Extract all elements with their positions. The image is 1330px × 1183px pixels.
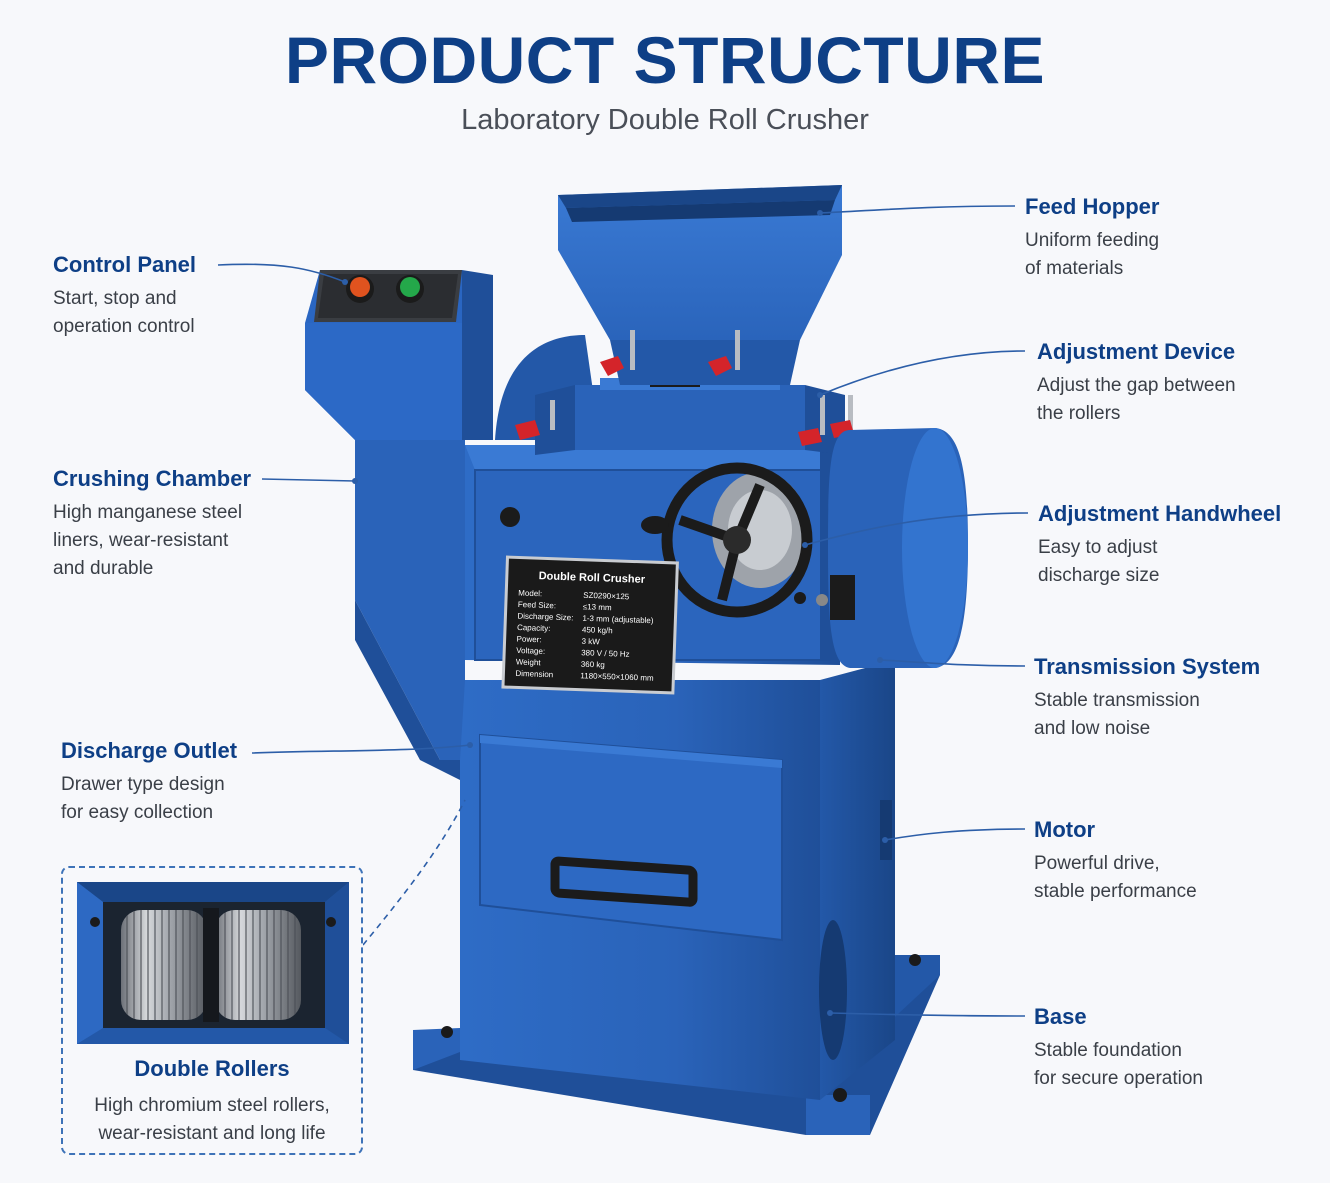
leader-adjustment-handwheel	[804, 512, 1029, 546]
desc-line: the rollers	[1037, 403, 1121, 424]
leader-base	[829, 1012, 1026, 1017]
desc-line: Start, stop and	[53, 288, 177, 309]
nameplate-value: ≤13 mm	[583, 602, 612, 612]
page-title: PRODUCT STRUCTURE	[284, 23, 1046, 97]
nameplate-label: Feed Size:	[518, 600, 557, 610]
desc-line: stable performance	[1034, 881, 1197, 902]
nameplate-value: 360 kg	[581, 660, 605, 670]
nameplate-value: SZ0290×125	[583, 591, 630, 602]
desc-line: of materials	[1025, 258, 1124, 279]
nameplate-label: Dimension	[515, 669, 553, 679]
leader-lines	[217, 205, 1029, 1017]
desc-line: Adjust the gap between	[1037, 375, 1236, 396]
desc-line: High chromium steel rollers,	[94, 1095, 330, 1116]
nameplate-value: 3 kW	[581, 637, 600, 647]
double-rollers-inset: Double Rollers High chromium steel rolle…	[61, 866, 363, 1155]
callout-title: Discharge Outlet	[61, 738, 238, 763]
desc-line: wear-resistant and long life	[98, 1123, 326, 1144]
leader-crushing-chamber	[261, 478, 356, 482]
rollers-illustration	[77, 882, 349, 1044]
callout-title: Motor	[1034, 817, 1096, 842]
callout-base: Base Stable foundation for secure operat…	[1034, 1003, 1203, 1093]
leader-control-panel	[217, 263, 346, 283]
leader-adjustment-device	[819, 350, 1026, 396]
callout-title: Transmission System	[1034, 654, 1261, 679]
feed-hopper	[558, 185, 842, 385]
callout-desc: High manganese steel liners, wear-resist…	[53, 499, 251, 583]
callout-title: Base	[1034, 1004, 1087, 1029]
desc-line: and durable	[53, 558, 154, 579]
nameplate-value: 1180×550×1060 mm	[580, 671, 654, 683]
callout-desc: Powerful drive, stable performance	[1034, 850, 1197, 906]
nameplate-value: 380 V / 50 Hz	[581, 648, 630, 659]
pulley-cover	[794, 428, 968, 668]
callout-title: Adjustment Device	[1037, 339, 1236, 364]
nameplate: Double Roll Crusher Model: SZ0290×125Feed…	[501, 555, 679, 695]
desc-line: Drawer type design	[61, 774, 225, 795]
callout-crushing-chamber: Crushing Chamber High manganese steel li…	[53, 465, 251, 583]
callout-discharge-outlet: Discharge Outlet Drawer type design for …	[61, 737, 237, 827]
crushing-chamber-body	[355, 440, 465, 780]
desc-line: for easy collection	[61, 802, 214, 823]
desc-line: and low noise	[1034, 718, 1151, 739]
leader-transmission-system	[879, 659, 1026, 667]
callout-adjustment-device: Adjustment Device Adjust the gap between…	[1037, 338, 1236, 428]
leader-feed-hopper	[819, 205, 1016, 214]
discharge-drawer	[479, 733, 783, 942]
callout-title: Feed Hopper	[1025, 194, 1160, 219]
nameplate-value: 1-3 mm (adjustable)	[582, 614, 654, 625]
callout-feed-hopper: Feed Hopper Uniform feeding of materials	[1025, 193, 1159, 283]
desc-line: Easy to adjust	[1038, 537, 1158, 558]
handwheel	[641, 462, 813, 618]
desc-line: discharge size	[1038, 565, 1160, 586]
desc-line: liners, wear-resistant	[53, 530, 229, 551]
callout-desc: Easy to adjust discharge size	[1038, 534, 1281, 590]
nameplate-label: Power:	[516, 634, 541, 644]
callout-control-panel: Control Panel Start, stop and operation …	[53, 251, 196, 341]
nameplate-title: Double Roll Crusher	[538, 570, 645, 586]
leader-double-rollers	[362, 799, 466, 946]
callout-title: Crushing Chamber	[53, 466, 252, 491]
desc-line: Stable foundation	[1034, 1040, 1182, 1061]
desc-line: Powerful drive,	[1034, 853, 1160, 874]
leader-motor	[884, 828, 1026, 841]
leader-discharge-outlet	[251, 744, 471, 754]
inset-title: Double Rollers	[134, 1056, 290, 1081]
nameplate-label: Model:	[518, 588, 542, 598]
leader-dots	[342, 210, 888, 1016]
callout-desc: Stable transmission and low noise	[1034, 687, 1260, 743]
desc-line: operation control	[53, 316, 195, 337]
control-box	[305, 270, 493, 440]
callout-desc: Stable foundation for secure operation	[1034, 1037, 1203, 1093]
desc-line: Stable transmission	[1034, 690, 1200, 711]
callout-desc: Uniform feeding of materials	[1025, 227, 1159, 283]
callout-desc: Adjust the gap between the rollers	[1037, 372, 1236, 428]
desc-line: High manganese steel	[53, 502, 243, 523]
callout-motor: Motor Powerful drive, stable performance	[1034, 816, 1197, 906]
callout-desc: Drawer type design for easy collection	[61, 771, 237, 827]
desc-line: for secure operation	[1034, 1068, 1203, 1089]
desc-line: Uniform feeding	[1025, 230, 1160, 251]
inset-desc: High chromium steel rollers, wear-resist…	[63, 1092, 361, 1148]
nameplate-label: Voltage:	[516, 646, 545, 656]
nameplate-label: Capacity:	[517, 623, 551, 633]
roller-frame	[535, 375, 845, 455]
callout-adjustment-handwheel: Adjustment Handwheel Easy to adjust disc…	[1038, 500, 1281, 590]
nameplate-value: 450 kg/h	[582, 625, 613, 635]
page-subtitle: Laboratory Double Roll Crusher	[461, 104, 869, 136]
callout-title: Control Panel	[53, 252, 197, 277]
callout-title: Adjustment Handwheel	[1038, 501, 1282, 526]
callout-transmission-system: Transmission System Stable transmission …	[1034, 653, 1260, 743]
nameplate-label: Discharge Size:	[517, 611, 573, 622]
nameplate-label: Weight	[516, 657, 542, 667]
callout-desc: Start, stop and operation control	[53, 285, 196, 341]
